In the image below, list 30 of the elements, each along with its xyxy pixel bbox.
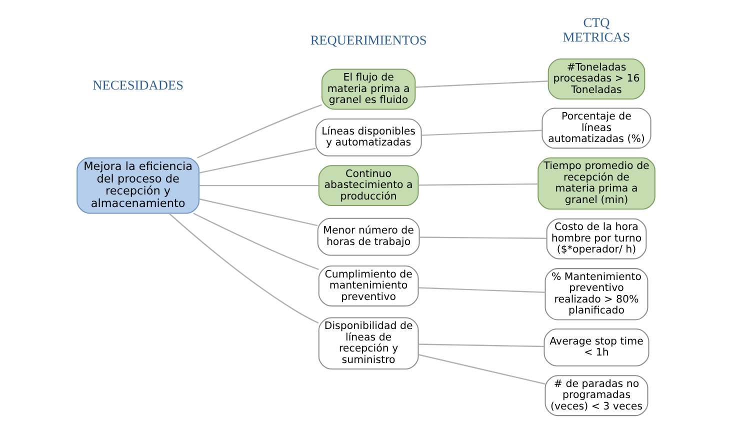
connector bbox=[418, 287, 546, 293]
node-box: Menor número de horas de trabajo bbox=[317, 218, 420, 256]
node-box: Costo de la hora hombre por turno ($*operador/ h) bbox=[546, 218, 647, 260]
node-box: Disponibilidad de líneas de recepción y suministro bbox=[318, 317, 419, 370]
connector bbox=[199, 184, 319, 186]
node-box: Líneas disponibles y automatizadas bbox=[315, 118, 422, 156]
connector bbox=[419, 236, 547, 240]
connector bbox=[415, 80, 548, 88]
connector bbox=[198, 148, 316, 174]
connector bbox=[168, 212, 319, 324]
node-box: # de paradas no programadas (veces) < 3 veces bbox=[544, 375, 648, 416]
connector bbox=[418, 344, 544, 348]
connector bbox=[198, 198, 318, 226]
node-box: Continuo abastecimiento a producción bbox=[318, 165, 419, 206]
node-box: Mejora la eficiencia del proceso de recepción y almacenamiento bbox=[76, 157, 200, 214]
connector bbox=[421, 130, 542, 136]
node-box: Porcentaje de líneas automatizadas (%) bbox=[542, 108, 652, 149]
node-box: #Toneladas procesadas > 16 Toneladas bbox=[548, 58, 646, 100]
node-box: % Mantenimiento preventivo realizado > 80% planificado bbox=[544, 268, 648, 320]
node-box: Tiempo promedio de recepción de materia prima a granel (min) bbox=[538, 157, 656, 210]
connector bbox=[193, 212, 319, 270]
label: CTQ METRICAS bbox=[562, 15, 630, 45]
label: NECESIDADES bbox=[92, 78, 184, 93]
connector bbox=[418, 354, 546, 385]
connector bbox=[196, 104, 322, 158]
connector bbox=[418, 183, 538, 186]
node-box: Average stop time < 1h bbox=[544, 328, 650, 366]
label: REQUERIMIENTOS bbox=[310, 32, 427, 48]
node-box: El flujo de materia prima a granel es fluido bbox=[321, 68, 416, 110]
node-box: Cumplimiento de mantenimiento preventivo bbox=[318, 265, 419, 306]
